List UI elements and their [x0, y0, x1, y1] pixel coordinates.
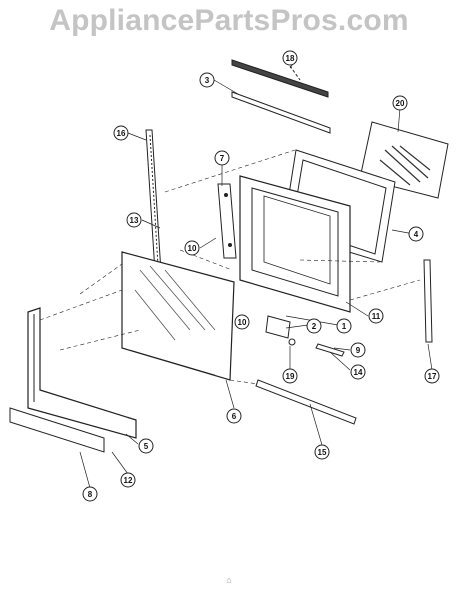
callout-label: 2	[312, 322, 317, 331]
part-kick-strip-8	[9, 407, 105, 453]
callout-9: 9	[350, 342, 366, 358]
callout-label: 10	[188, 244, 197, 253]
callout-5: 5	[138, 438, 154, 454]
callout-17: 17	[424, 368, 440, 384]
part-bracket-7	[217, 183, 237, 259]
callout-13: 13	[126, 212, 142, 228]
callout-label: 18	[286, 54, 295, 63]
callout-3: 3	[199, 72, 215, 88]
callout-10-upper: 10	[184, 240, 200, 256]
assembly-guide-lines	[39, 149, 421, 385]
callout-label: 15	[318, 448, 327, 457]
callout-label: 12	[124, 476, 133, 485]
part-lower-trim-5	[27, 307, 137, 439]
callout-18: 18	[282, 50, 298, 66]
callout-8: 8	[82, 486, 98, 502]
part-side-strip-17	[423, 259, 433, 343]
part-strip-3	[231, 91, 331, 134]
callout-label: 7	[220, 154, 225, 163]
callout-label: 14	[354, 368, 363, 377]
callout-14: 14	[350, 364, 366, 380]
part-hinge-assembly	[265, 315, 345, 357]
callout-12: 12	[120, 472, 136, 488]
callout-20: 20	[392, 95, 408, 111]
callout-7: 7	[214, 150, 230, 166]
callout-label: 3	[205, 76, 210, 85]
callout-label: 16	[117, 129, 126, 138]
callout-1: 1	[336, 318, 352, 334]
watermark-logo-text: AppliancePartsPros.com	[49, 4, 409, 37]
callout-label: 6	[232, 412, 237, 421]
callout-11: 11	[368, 308, 384, 324]
part-outer-door-glass	[121, 251, 235, 381]
callout-label: 10	[238, 318, 247, 327]
callout-label: 19	[286, 372, 295, 381]
callout-19: 19	[282, 368, 298, 384]
callout-label: 1	[342, 322, 347, 331]
callout-15: 15	[314, 444, 330, 460]
callout-label: 5	[144, 442, 149, 451]
callout-leaders	[79, 57, 433, 489]
callout-label: 11	[372, 312, 381, 321]
part-bottom-strip-15	[255, 379, 357, 425]
callout-16: 16	[113, 125, 129, 141]
callout-label: 8	[88, 490, 93, 499]
callout-label: 9	[356, 346, 361, 355]
callout-label: 17	[428, 372, 437, 381]
part-top-trim	[231, 59, 329, 98]
callout-6: 6	[226, 408, 242, 424]
callout-label: 20	[396, 99, 405, 108]
callout-2: 2	[306, 318, 322, 334]
callout-10-lower: 10	[234, 314, 250, 330]
callout-4: 4	[408, 226, 424, 242]
callout-label: 13	[130, 216, 139, 225]
callout-label: 4	[414, 230, 419, 239]
part-inner-door-frame	[239, 175, 351, 313]
footer-mark: ⌂	[226, 575, 231, 585]
